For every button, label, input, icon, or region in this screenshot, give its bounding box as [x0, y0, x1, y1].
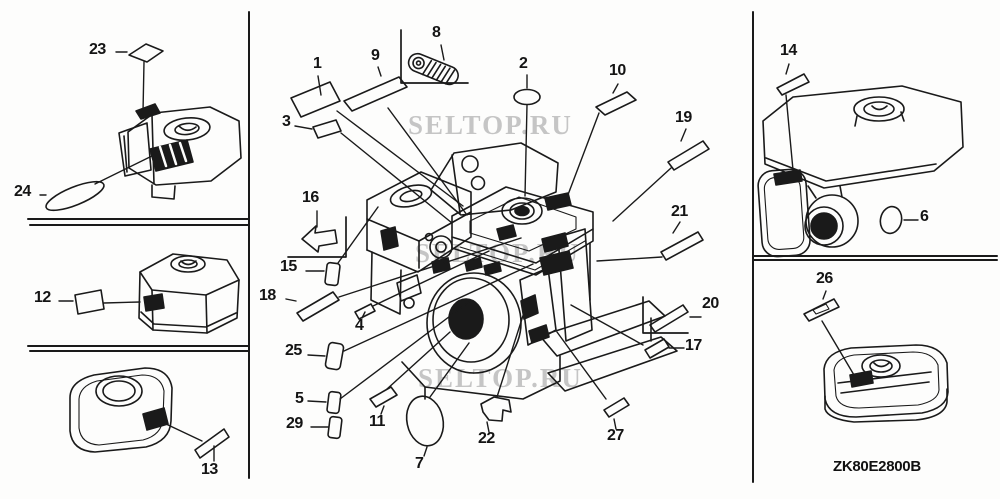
label-shape-14 — [776, 73, 810, 96]
callout-number-12: 12 — [34, 289, 51, 306]
carburetor-icon — [429, 235, 453, 259]
callout-number-9: 9 — [371, 47, 380, 64]
watermark-top: SELTOP.RU — [408, 110, 573, 140]
label-shape-12 — [74, 289, 105, 315]
label-shape-21 — [660, 231, 704, 261]
label-shape-25 — [324, 341, 345, 371]
label-shape-24 — [45, 180, 105, 212]
label-shape-1 — [290, 81, 341, 118]
label-shape-27 — [603, 397, 630, 418]
label-shape-10 — [595, 91, 637, 116]
callout-number-7: 7 — [415, 455, 424, 472]
tank-cover-drawing — [69, 367, 173, 453]
label-shape-6 — [879, 205, 903, 235]
callout-number-2: 2 — [519, 55, 528, 72]
callout-number-11: 11 — [369, 413, 385, 430]
callout-number-19: 19 — [675, 109, 692, 126]
label-shape-5 — [326, 390, 342, 415]
callout-number-3: 3 — [282, 113, 291, 130]
callout-number-15: 15 — [280, 258, 297, 275]
label-shape-9 — [343, 76, 408, 112]
fuel-tank-drawing — [138, 253, 240, 334]
callout-number-8: 8 — [432, 24, 441, 41]
callout-number-21: 21 — [671, 203, 688, 220]
callout-number-4: 4 — [355, 317, 364, 334]
callout-number-18: 18 — [259, 287, 276, 304]
callout-number-17: 17 — [685, 337, 702, 354]
label-shape-26 — [803, 298, 840, 322]
callout-number-6: 6 — [920, 208, 929, 225]
inset-brackets — [287, 29, 689, 334]
callout-number-26: 26 — [816, 270, 833, 287]
label-shape-16-arrow — [301, 225, 338, 253]
callout-number-20: 20 — [702, 295, 719, 312]
label-shape-3 — [312, 119, 342, 139]
callout-number-29: 29 — [286, 415, 303, 432]
tank-muffler-drawing — [757, 85, 964, 258]
label-shape-7 — [405, 395, 445, 447]
callout-number-22: 22 — [478, 430, 495, 447]
engine-assembly-drawing — [366, 142, 678, 400]
callout-number-25: 25 — [285, 342, 302, 359]
label-shape-23 — [128, 43, 164, 63]
label-shape-19 — [667, 140, 710, 171]
fuel-cap-icon — [853, 96, 905, 122]
label-shape-11 — [369, 386, 398, 408]
label-shape-15 — [324, 261, 341, 287]
callout-number-23: 23 — [89, 41, 106, 58]
label-shape-18 — [296, 291, 340, 322]
callout-number-1: 1 — [313, 55, 322, 72]
label-shape-13 — [194, 428, 230, 459]
callout-number-16: 16 — [302, 189, 319, 206]
callout-number-13: 13 — [201, 461, 218, 478]
callout-number-14: 14 — [780, 42, 797, 59]
callout-number-5: 5 — [295, 390, 304, 407]
callout-number-27: 27 — [607, 427, 624, 444]
callout-number-10: 10 — [609, 62, 626, 79]
part-code-label: ZK80E2800B — [833, 458, 921, 475]
fuel-cap-icon — [163, 116, 211, 142]
label-shape-17 — [644, 338, 670, 359]
filler-opening-icon — [95, 375, 143, 407]
panel-borders — [27, 11, 998, 483]
engine-rear-view-drawing — [118, 103, 242, 200]
label-shape-4 — [354, 303, 376, 320]
callout-number-24: 24 — [14, 183, 31, 200]
label-shape-29 — [327, 415, 343, 440]
label-shapes — [45, 43, 903, 459]
fuel-cap-icon — [170, 255, 206, 273]
filler-cap-icon — [501, 197, 543, 225]
fuel-cap-icon — [861, 354, 901, 378]
label-shape-2 — [513, 88, 541, 106]
label-shape-22 — [480, 396, 512, 422]
muffler-protector-drawing — [823, 344, 949, 423]
label-shape-20 — [649, 304, 689, 333]
label-shape-8 — [407, 52, 459, 86]
